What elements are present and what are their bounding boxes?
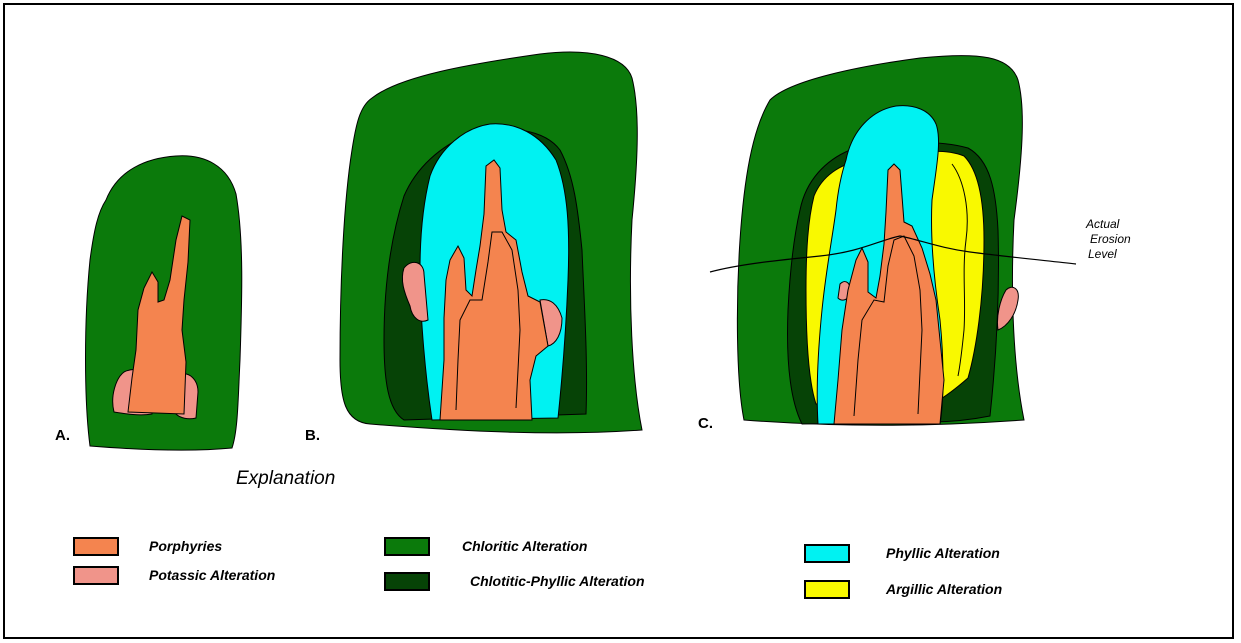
erosion-note-line-3: Level: [1088, 247, 1117, 261]
legend-swatch-chloritic: [384, 537, 430, 556]
legend-label-chloritic: Chloritic Alteration: [462, 538, 588, 554]
stage-a-label: A.: [55, 427, 70, 444]
erosion-note-line-2: Erosion: [1090, 232, 1131, 246]
legend-swatch-chloritic-phyllic: [384, 572, 430, 591]
explanation-title: Explanation: [236, 468, 335, 490]
legend-label-potassic: Potassic Alteration: [149, 567, 275, 583]
legend-item-potassic: Potassic Alteration: [73, 566, 373, 588]
legend-swatch-porphyries: [73, 537, 119, 556]
legend-item-argillic: Argillic Alteration: [804, 580, 1104, 602]
legend-label-porphyries: Porphyries: [149, 538, 222, 554]
legend-swatch-potassic: [73, 566, 119, 585]
legend-item-porphyries: Porphyries: [73, 537, 333, 559]
stage-c-body: [737, 56, 1024, 426]
legend-label-argillic: Argillic Alteration: [886, 581, 1002, 597]
legend-swatch-argillic: [804, 580, 850, 599]
stage-b-label: B.: [305, 427, 320, 444]
legend-item-phyllic: Phyllic Alteration: [804, 544, 1104, 566]
legend-swatch-phyllic: [804, 544, 850, 563]
stage-b-body: [340, 52, 642, 433]
legend-item-chloritic: Chloritic Alteration: [384, 537, 704, 559]
legend-label-phyllic: Phyllic Alteration: [886, 545, 1000, 561]
stage-a-body: [86, 156, 242, 450]
erosion-note-line-1: Actual: [1085, 217, 1120, 231]
legend-label-chloritic-phyllic: Chlotitic-Phyllic Alteration: [470, 573, 645, 589]
legend-item-chloritic-phyllic: Chlotitic-Phyllic Alteration: [384, 572, 784, 594]
stage-c-label: C.: [698, 415, 713, 432]
